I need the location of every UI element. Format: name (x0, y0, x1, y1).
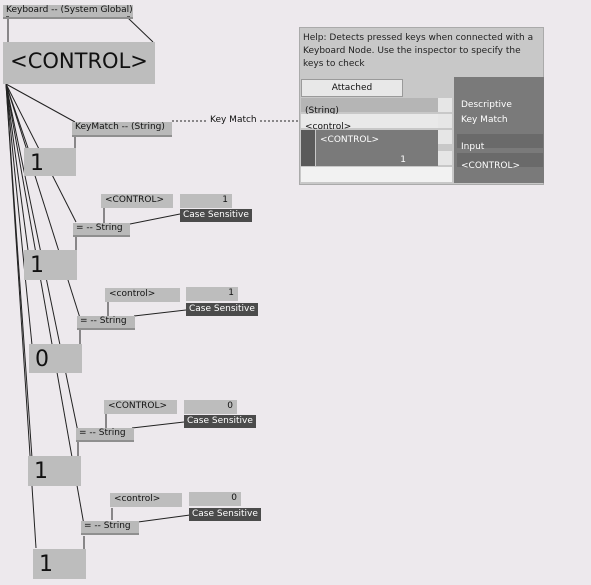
result-value: 0 (35, 347, 49, 372)
result-display[interactable]: 0 (29, 344, 82, 373)
help-row-dark: <CONTROL> 1 (316, 130, 438, 166)
string-input-field[interactable]: <CONTROL> (101, 194, 173, 208)
case-sensitive-label: Case Sensitive (186, 303, 258, 316)
key-match-wire-label: Key Match (208, 115, 259, 125)
result-display[interactable]: 1 (33, 549, 86, 579)
wire (127, 17, 154, 43)
case-sensitive-field[interactable]: 1 (180, 194, 232, 208)
input-label: Input (461, 142, 485, 152)
control-display[interactable]: <CONTROL> (3, 42, 155, 84)
attached-tab[interactable]: Attached (301, 79, 403, 97)
help-row: (String) (301, 98, 439, 116)
string-equals-node[interactable]: = -- String (81, 521, 139, 535)
case-sensitive-field[interactable]: 1 (186, 287, 238, 301)
string-input-field[interactable]: <control> (110, 493, 182, 507)
result-value: 1 (30, 151, 44, 176)
string-input-value: <control> (114, 494, 161, 504)
keyboard-node-label: Keyboard -- (System Global) (6, 5, 133, 15)
help-row-value: <control> (305, 122, 352, 132)
help-panel: Help: Detects pressed keys when connecte… (299, 27, 544, 185)
wire (137, 514, 191, 523)
string-equals-node[interactable]: = -- String (76, 428, 134, 442)
string-equals-node[interactable]: = -- String (77, 316, 135, 330)
help-text: Help: Detects pressed keys when connecte… (303, 33, 534, 69)
output-pin[interactable] (127, 16, 130, 17)
string-equals-node-label: = -- String (79, 428, 126, 438)
row-swatch (301, 130, 315, 166)
help-row-value: <CONTROL> (320, 135, 380, 145)
descriptive-key-match-label: Key Match (461, 115, 508, 125)
help-row: <control> (301, 114, 439, 132)
wire (5, 83, 33, 346)
input-value: <CONTROL> (461, 161, 521, 171)
result-display[interactable]: 1 (28, 456, 81, 486)
wire (131, 421, 185, 429)
output-pin[interactable] (6, 16, 9, 17)
wire (5, 83, 85, 526)
row-toggle[interactable] (438, 130, 452, 144)
descriptive-label: Descriptive (461, 100, 512, 110)
string-input-field[interactable]: <control> (105, 288, 180, 302)
help-row-value: 1 (400, 155, 406, 165)
help-row-value: (String) (305, 106, 339, 116)
row-toggle[interactable] (438, 114, 452, 128)
case-sensitive-label: Case Sensitive (184, 415, 256, 428)
case-sensitive-field[interactable]: 0 (189, 492, 241, 506)
string-equals-node[interactable]: = -- String (73, 223, 130, 237)
case-sensitive-value: 0 (227, 401, 233, 411)
wire (129, 213, 181, 225)
attached-tab-label: Attached (331, 83, 373, 93)
string-input-value: <CONTROL> (108, 401, 168, 411)
string-equals-node-label: = -- String (80, 316, 127, 326)
input-value-row: <CONTROL> (457, 153, 543, 171)
case-sensitive-value: 1 (228, 288, 234, 298)
keymatch-node[interactable]: KeyMatch -- (String) (72, 122, 172, 137)
control-display-value: <CONTROL> (10, 49, 148, 73)
string-equals-node-label: = -- String (76, 223, 123, 233)
wire (133, 309, 187, 317)
string-input-value: <CONTROL> (105, 195, 165, 205)
row-toggle[interactable] (438, 151, 452, 165)
result-display[interactable]: 1 (24, 148, 76, 176)
result-value: 1 (34, 459, 48, 484)
case-sensitive-label: Case Sensitive (189, 508, 261, 521)
case-sensitive-label: Case Sensitive (180, 209, 252, 222)
keymatch-node-label: KeyMatch -- (String) (75, 122, 165, 132)
string-input-value: <control> (109, 289, 156, 299)
row-toggle[interactable] (438, 98, 452, 112)
wire (5, 83, 29, 251)
case-sensitive-value: 0 (231, 493, 237, 503)
result-value: 1 (30, 253, 44, 278)
case-sensitive-value: 1 (222, 195, 228, 205)
result-value: 1 (39, 552, 53, 577)
wire (5, 83, 76, 123)
result-display[interactable]: 1 (24, 250, 77, 280)
input-label-row: Input (457, 134, 543, 152)
case-sensitive-field[interactable]: 0 (184, 400, 237, 414)
string-input-field[interactable]: <CONTROL> (104, 400, 177, 414)
string-equals-node-label: = -- String (84, 521, 131, 531)
help-empty-row (301, 167, 452, 182)
keyboard-node[interactable]: Keyboard -- (System Global) (3, 5, 133, 19)
